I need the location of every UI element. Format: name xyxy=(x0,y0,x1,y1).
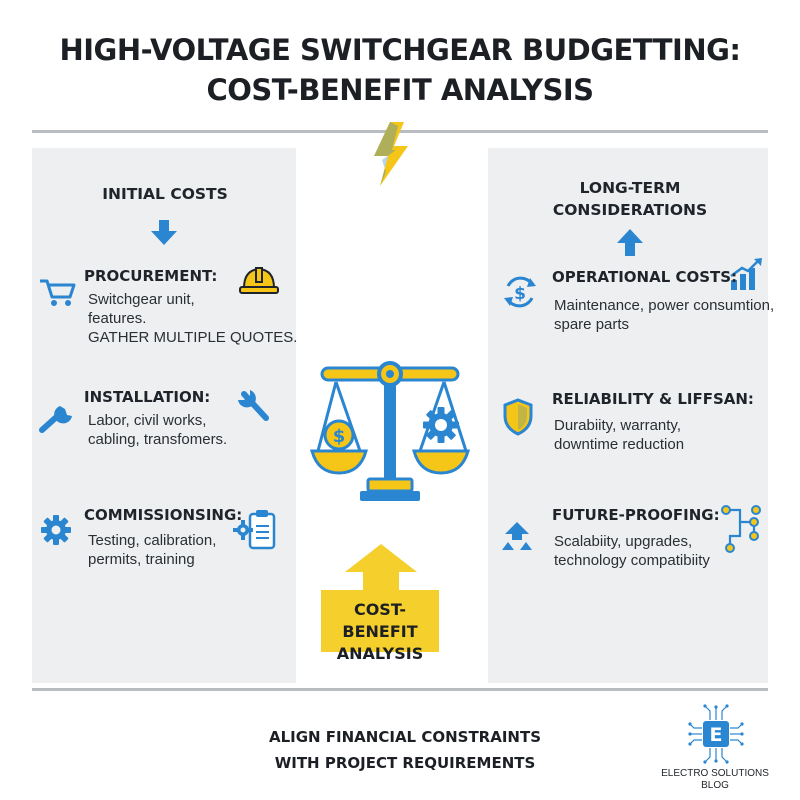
installation-body: Labor, civil works, cabling, transfomers… xyxy=(88,412,228,448)
title-line-1: HIGH-VOLTAGE SWITCHGEAR BUDGETTING: xyxy=(59,33,741,67)
wrench-icon xyxy=(236,388,276,428)
gear-icon xyxy=(40,514,72,546)
cost-benefit-analysis-box: COST-BENEFIT ANALYSIS xyxy=(321,590,439,663)
hard-hat-icon xyxy=(238,264,280,296)
procurement-title: PROCUREMENT: xyxy=(84,267,218,285)
upgrade-arrows-icon xyxy=(500,520,534,554)
arrow-down-icon xyxy=(149,220,179,246)
procurement-body: Switchgear unit, features. GATHER MULTIP… xyxy=(88,291,298,346)
operational-costs-title: OPERATIONAL COSTS: xyxy=(552,268,738,286)
commissioning-body: Testing, calibration, permits, training xyxy=(88,532,217,568)
commissioning-title: COMMISSIONSING: xyxy=(84,506,243,524)
lightning-bolt-icon xyxy=(368,120,414,190)
arrow-up-icon xyxy=(615,228,645,258)
arrow-up-icon xyxy=(343,542,419,592)
reliability-body: Durabiity, warranty, downtime reduction xyxy=(554,417,685,453)
long-term-heading: LONG-TERM CONSIDERATIONS xyxy=(552,179,708,219)
future-proofing-body: Scalabiity, upgrades, technology compati… xyxy=(554,533,710,569)
growth-chart-icon xyxy=(728,256,764,292)
bottom-divider xyxy=(32,688,768,691)
installation-title: INSTALLATION: xyxy=(84,388,211,406)
footer-statement: ALIGN FINANCIAL CONSTRAINTS WITH PROJECT… xyxy=(268,728,542,772)
future-proofing-title: FUTURE-PROOFING: xyxy=(552,506,720,524)
page-title: HIGH-VOLTAGE SWITCHGEAR BUDGETTING: COST… xyxy=(0,30,800,110)
reliability-title: RELIABILITY & LIFFSAN: xyxy=(552,390,754,408)
clipboard-gear-icon xyxy=(232,508,282,554)
circuit-icon xyxy=(718,502,766,554)
logo-text: ELECTRO SOLUTIONS BLOG xyxy=(661,768,769,791)
shopping-cart-icon xyxy=(38,277,76,307)
wrench-icon xyxy=(38,400,78,434)
dollar-symbol: $ xyxy=(514,284,526,304)
initial-costs-heading: INITIAL COSTS xyxy=(102,185,228,203)
shield-icon xyxy=(502,398,534,436)
chip-logo-icon: E xyxy=(688,704,744,764)
dollar-symbol: $ xyxy=(333,426,346,447)
dollar-cycle-icon: $ xyxy=(500,272,540,312)
title-line-2: COST-BENEFIT ANALYSIS xyxy=(206,73,594,107)
logo-letter: E xyxy=(710,724,723,746)
operational-costs-body: Maintenance, power consumtion, spare par… xyxy=(554,297,775,333)
balance-scale-icon: $ xyxy=(310,355,470,515)
